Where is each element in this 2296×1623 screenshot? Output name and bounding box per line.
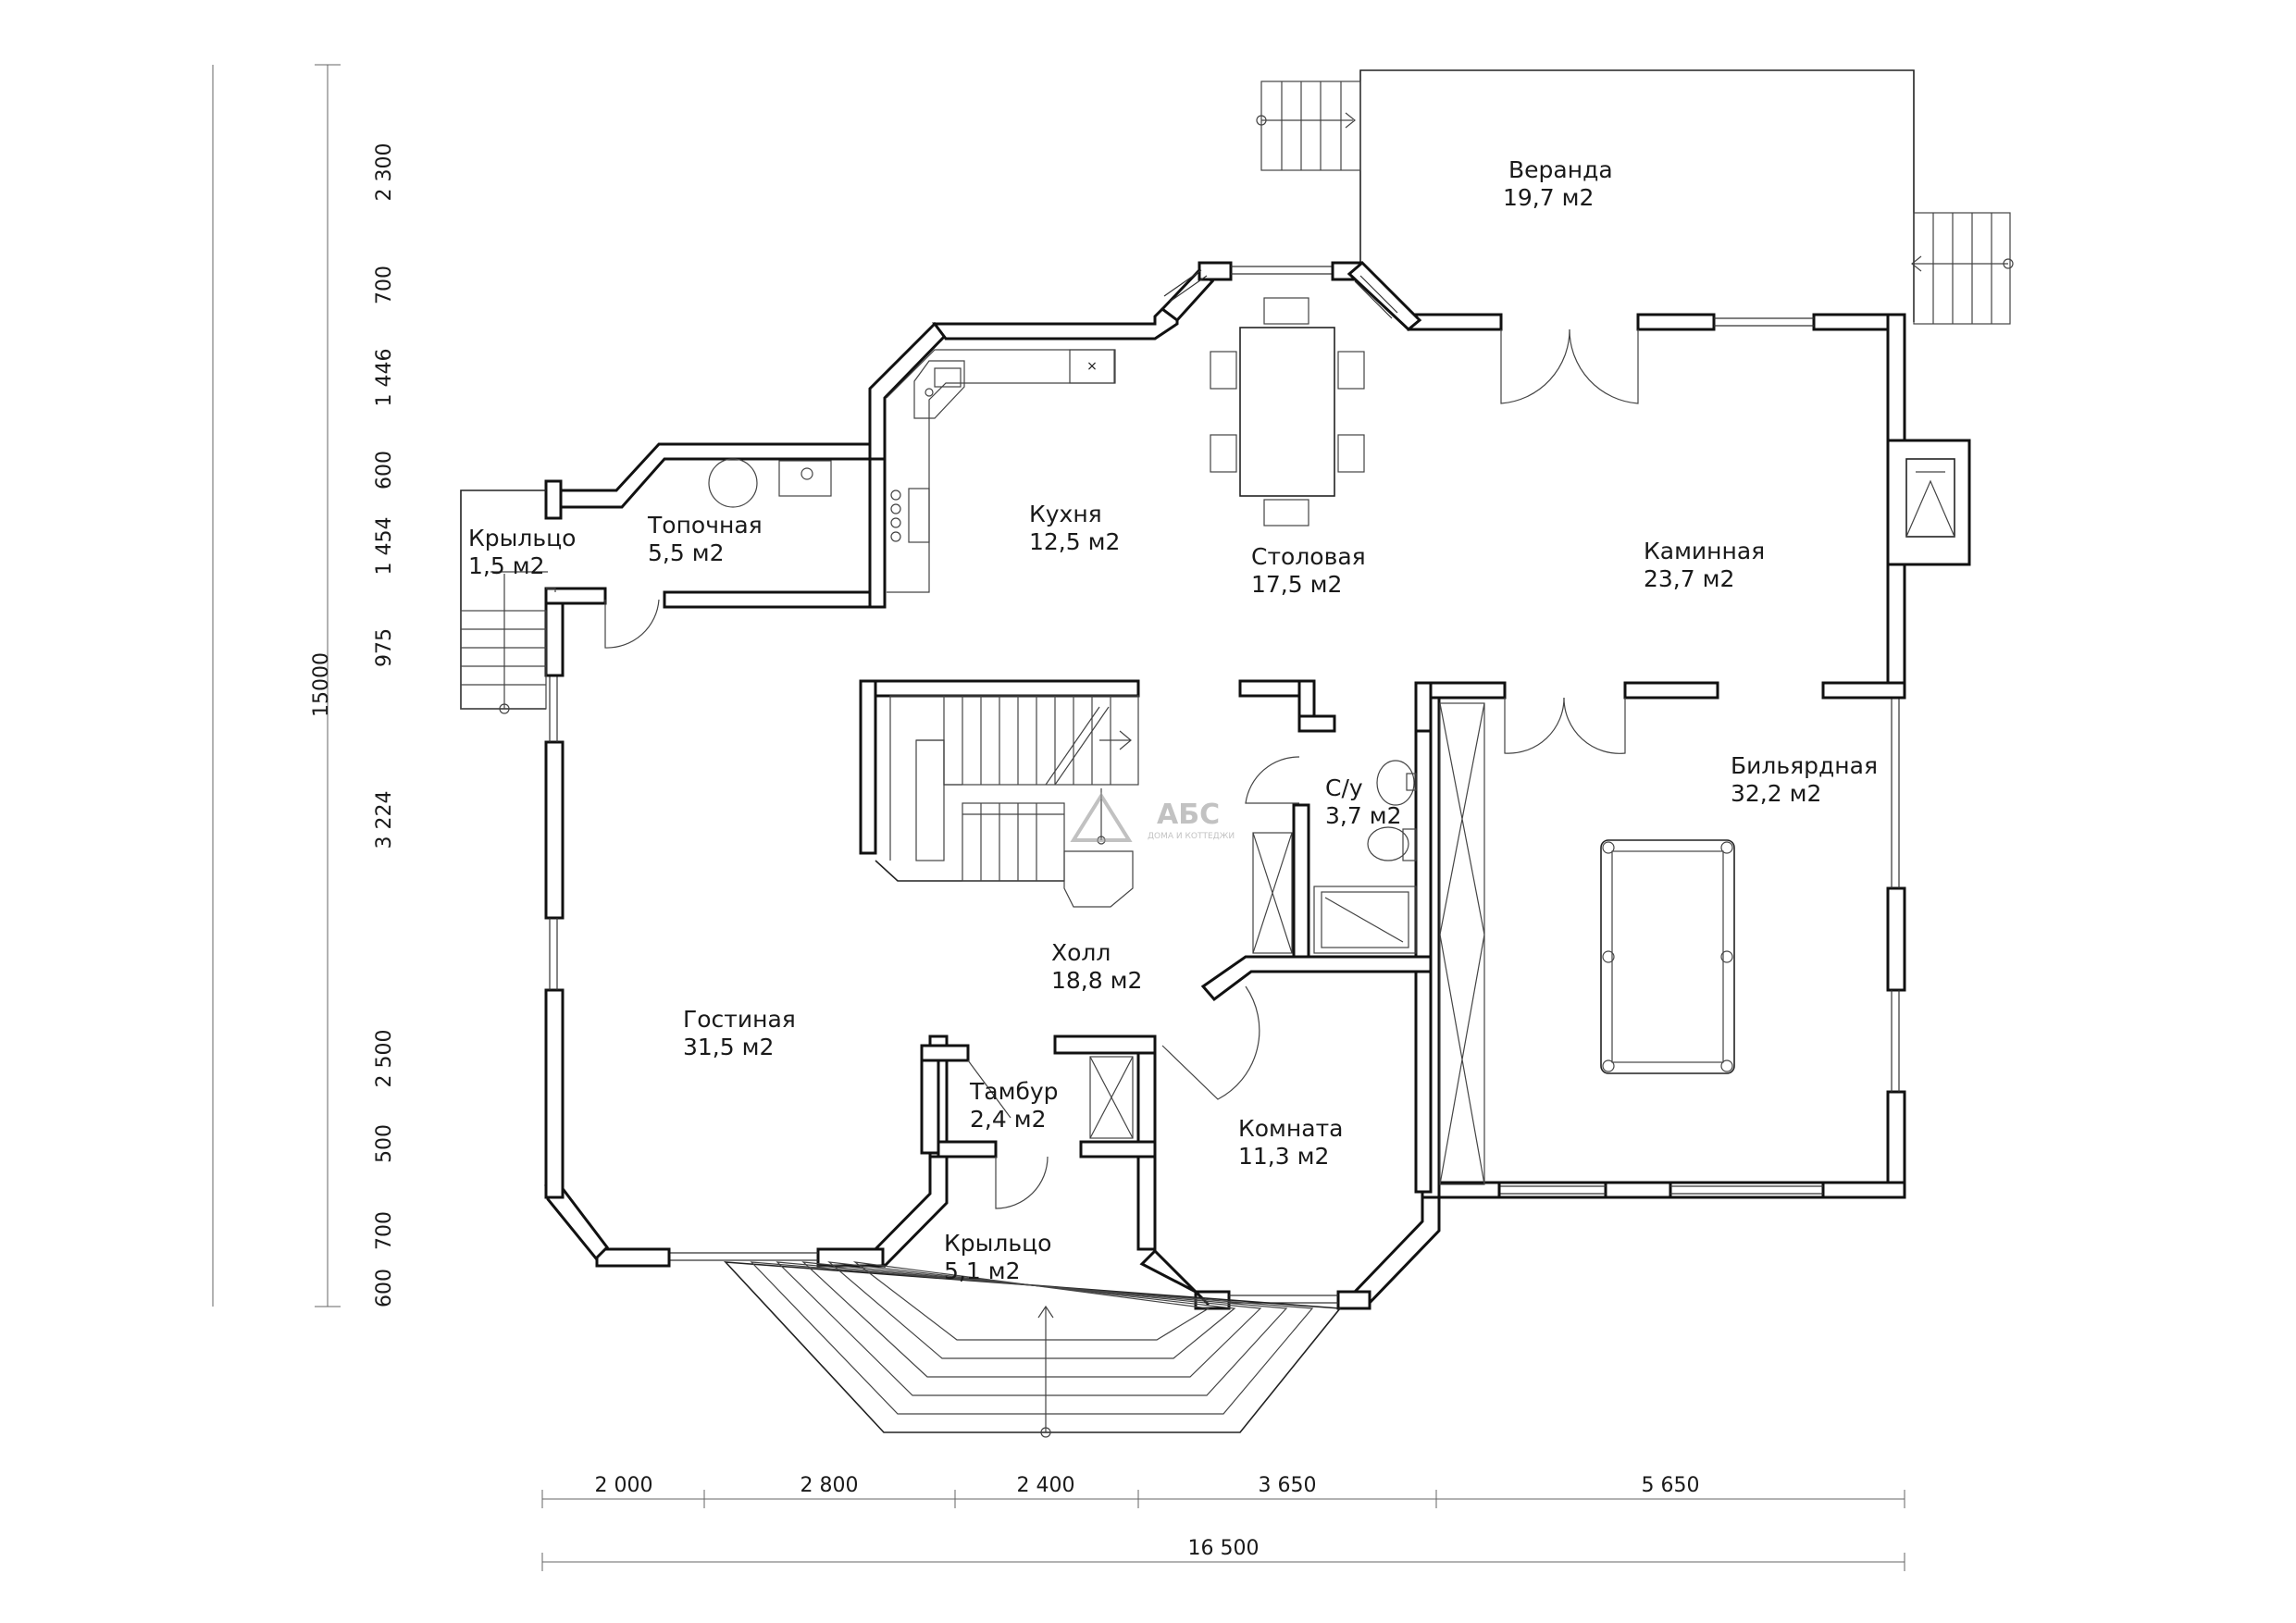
interior-walls (920, 679, 1719, 1209)
porch-left (460, 489, 556, 714)
room-area-dining: 17,5 м2 (1251, 571, 1342, 598)
room-labels: Веранда 19,7 м2 Крыльцо 1,5 м2 Топочная … (468, 156, 1878, 1284)
veranda (1256, 69, 2014, 325)
room-area-veranda: 19,7 м2 (1503, 184, 1594, 211)
room-area-porch-front: 5,1 м2 (944, 1258, 1020, 1284)
dim-bottom-total: 16 500 (1188, 1537, 1260, 1560)
room-name-bathroom: С/у (1325, 774, 1363, 801)
fireplace (1886, 439, 1971, 566)
bottom-dimensions: 2 000 2 800 2 400 3 650 5 650 16 500 (595, 1474, 1700, 1560)
dim-bottom-2: 2 800 (800, 1474, 859, 1497)
room-name-living: Гостиная (683, 1006, 796, 1033)
room-area-hall: 18,8 м2 (1051, 967, 1142, 994)
front-steps (724, 1261, 1342, 1438)
dim-left-7: 3 224 (373, 791, 396, 849)
dim-left-5: 1 454 (373, 517, 396, 576)
dim-left-2: 700 (373, 266, 396, 304)
room-area-topochnaya: 5,5 м2 (648, 539, 724, 566)
room-name-kitchen: Кухня (1029, 501, 1102, 527)
dining-table (1210, 297, 1365, 527)
room-name-room: Комната (1238, 1115, 1343, 1142)
dim-left-8: 2 500 (373, 1030, 396, 1088)
left-dimensions: 2 300 700 1 446 600 1 454 975 3 224 2 50… (310, 143, 396, 1307)
dimension-lines (212, 64, 1905, 1571)
billiard-table (1600, 839, 1735, 1074)
logo-triangle-icon (1070, 792, 1133, 842)
dim-left-6: 975 (373, 628, 396, 667)
room-name-vestibule: Тамбур (969, 1078, 1059, 1105)
logo-subtitle: ДОМА И КОТТЕДЖИ (1148, 832, 1235, 841)
dim-left-4: 600 (373, 451, 396, 489)
veranda-stair-left (1256, 81, 1361, 171)
svg-text:×: × (1086, 359, 1098, 374)
dim-bottom-5: 5 650 (1642, 1474, 1700, 1497)
room-area-kitchen: 12,5 м2 (1029, 528, 1120, 555)
kitchen-furniture: × (708, 349, 1116, 593)
dim-left-10: 700 (373, 1211, 396, 1250)
room-name-porch-front: Крыльцо (944, 1230, 1051, 1257)
room-area-living: 31,5 м2 (683, 1034, 774, 1060)
room-area-vestibule: 2,4 м2 (970, 1106, 1046, 1133)
dim-left-1: 2 300 (373, 143, 396, 202)
room-area-billiard: 32,2 м2 (1731, 780, 1821, 807)
room-area-fireplace-room: 23,7 м2 (1644, 565, 1734, 592)
exterior-walls (544, 260, 1971, 1310)
dim-bottom-4: 3 650 (1259, 1474, 1317, 1497)
dim-left-total: 15000 (310, 652, 333, 717)
room-name-hall: Холл (1051, 939, 1111, 966)
room-name-porch-left: Крыльцо (468, 525, 576, 551)
dim-left-3: 1 446 (373, 349, 396, 407)
dim-left-11: 600 (373, 1269, 396, 1307)
veranda-door-left (1500, 328, 1570, 404)
room-name-topochnaya: Топочная (647, 512, 763, 539)
door-topochnaya (604, 599, 660, 649)
dim-bottom-1: 2 000 (595, 1474, 653, 1497)
room-area-bathroom: 3,7 м2 (1325, 802, 1401, 829)
room-area-room: 11,3 м2 (1238, 1143, 1329, 1170)
room-name-dining: Столовая (1251, 543, 1366, 570)
dim-left-9: 500 (373, 1124, 396, 1163)
veranda-door-right (1569, 328, 1639, 404)
logo-text: АБС (1157, 799, 1220, 831)
staircase (859, 679, 1140, 908)
room-area-porch-left: 1,5 м2 (468, 552, 544, 579)
veranda-stair-right (1911, 212, 2014, 325)
logo: АБС ДОМА И КОТТЕДЖИ (1070, 792, 1235, 842)
room-name-veranda: Веранда (1508, 156, 1613, 183)
dim-bottom-3: 2 400 (1017, 1474, 1075, 1497)
room-name-billiard: Бильярдная (1731, 752, 1878, 779)
room-name-fireplace-room: Каминная (1644, 538, 1765, 564)
